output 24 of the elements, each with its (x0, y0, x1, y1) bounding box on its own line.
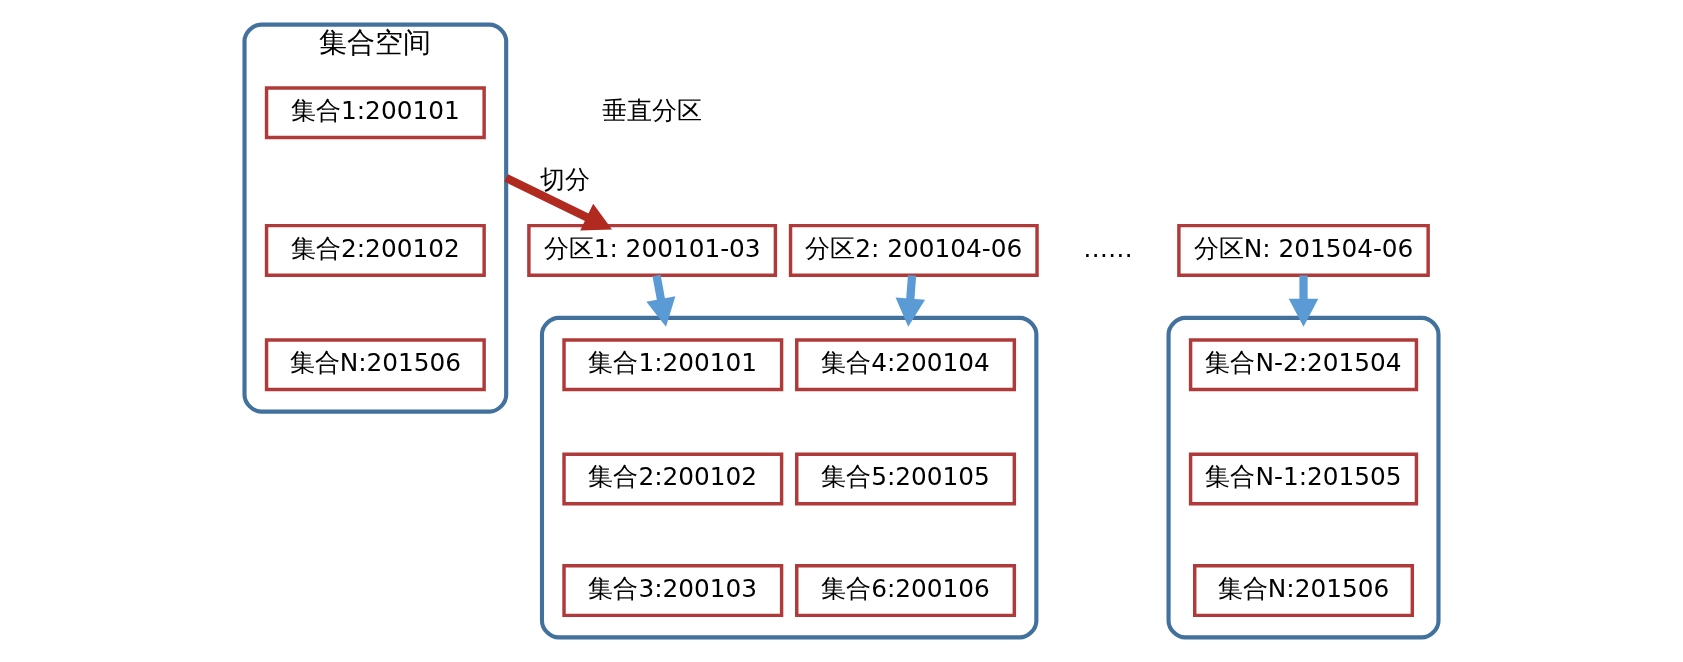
arrow (504, 174, 612, 231)
arrow (895, 275, 926, 327)
node-box: 集合N:201506 (264, 338, 486, 392)
arrow (646, 274, 676, 327)
node-box: 集合6:200106 (795, 564, 1017, 618)
node-box: 集合N-1:201505 (1188, 452, 1419, 506)
node-box: 集合2:200102 (264, 223, 486, 277)
node-box: 分区N: 201504-06 (1177, 223, 1430, 277)
node-box: 分区1: 200101-03 (527, 223, 778, 277)
node-box: 集合3:200103 (562, 564, 784, 618)
node-box: 集合1:200101 (562, 338, 784, 392)
cluster (539, 315, 1039, 640)
node-box: 集合4:200104 (795, 338, 1017, 392)
node-box: 集合2:200102 (562, 452, 784, 506)
label: 垂直分区 (602, 95, 703, 125)
cluster (1166, 315, 1441, 640)
arrow (1288, 275, 1319, 327)
node-box: 集合1:200101 (264, 86, 486, 140)
node-box: 分区2: 200104-06 (788, 223, 1039, 277)
edge-label: 切分 (539, 164, 590, 194)
node-box: 集合N-2:201504 (1188, 338, 1419, 392)
node-box: 集合5:200105 (795, 452, 1017, 506)
label: …… (1083, 233, 1133, 263)
node-box: 集合N:201506 (1193, 564, 1415, 618)
